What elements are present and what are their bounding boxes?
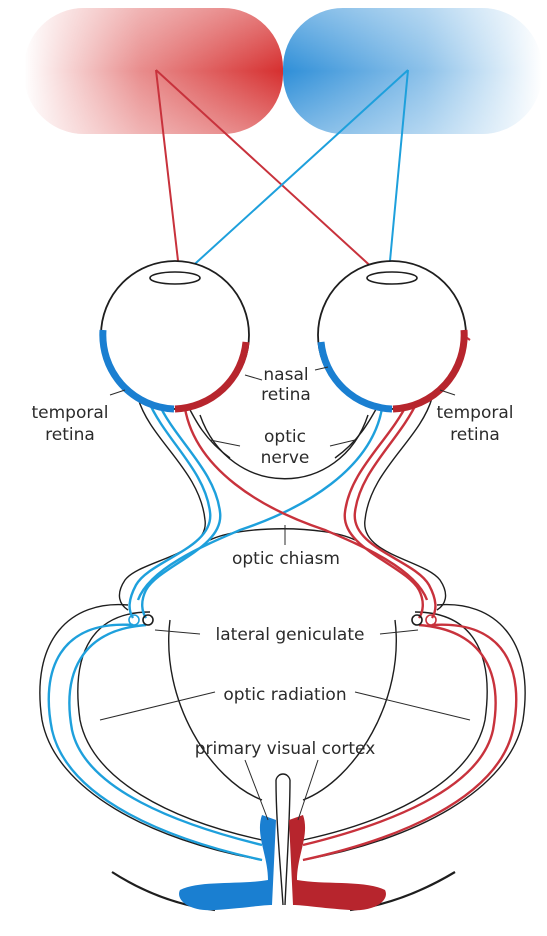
lgn-right-red [426,615,436,625]
cortex-left-blue [179,815,276,910]
labels: nasal retina temporal retina temporal re… [31,365,513,759]
label-temporal-left-retina: retina [45,425,95,445]
lgn-right-outline [412,615,422,625]
label-temporal-right-retina: retina [450,425,500,445]
left-eye [101,261,249,409]
label-nasal-retina: retina [261,385,311,405]
label-temporal-left: temporal [31,403,108,423]
cortex-right-red [289,815,386,910]
lgn-left-outline [143,615,153,625]
right-lens [367,272,417,284]
label-optic-nerve: nerve [261,448,310,468]
pathway-outline [40,398,525,910]
label-lateral-geniculate: lateral geniculate [216,625,365,645]
label-nasal: nasal [263,365,308,385]
lgn-left-blue [129,615,139,625]
visual-field [24,8,542,134]
left-lens [150,272,200,284]
label-optic-radiation: optic radiation [223,685,346,705]
right-eye [318,261,466,409]
lateral-geniculate-nuclei [129,615,436,625]
label-temporal-right: temporal [436,403,513,423]
label-primary-visual-cortex: primary visual cortex [195,739,376,759]
label-optic-chiasm: optic chiasm [232,549,340,569]
label-optic: optic [264,427,306,447]
